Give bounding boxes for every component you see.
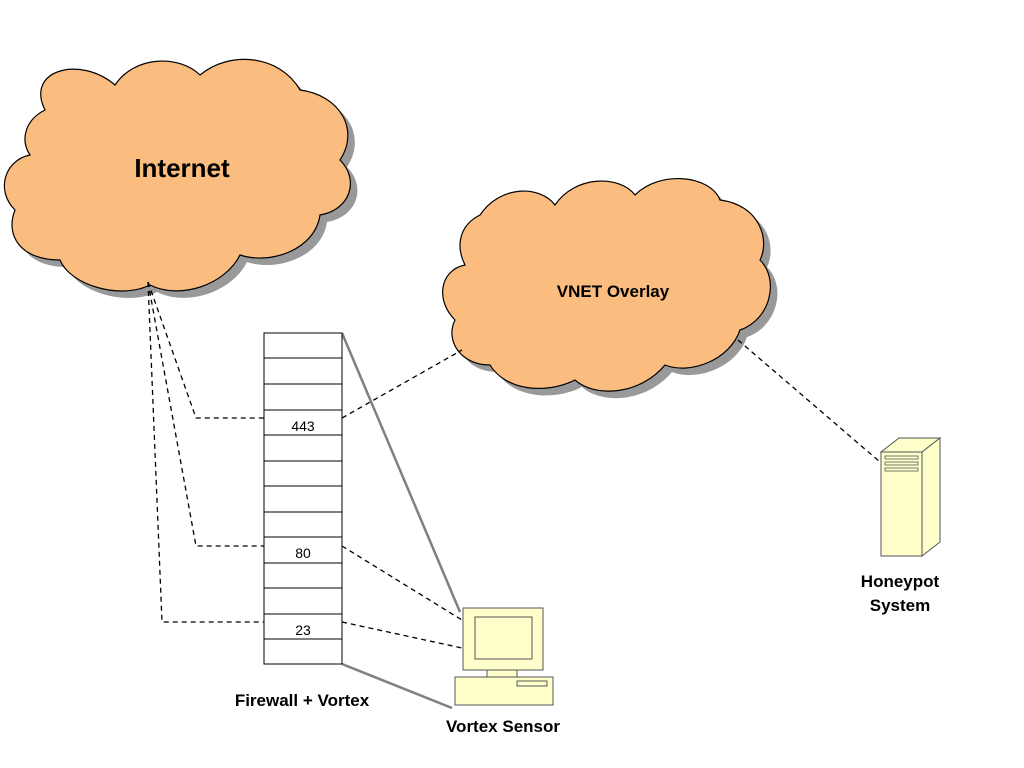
vnet-overlay-label: VNET Overlay — [557, 282, 670, 301]
honeypot-server: Honeypot System — [861, 436, 942, 615]
link-23-sensor — [341, 621, 463, 649]
link-vnet-honeypot — [737, 339, 881, 463]
firewall-rows — [264, 357, 342, 640]
vnet-overlay-cloud: VNET Overlay — [442, 177, 778, 399]
firewall-sensor-links — [340, 332, 462, 710]
server-side-face — [921, 436, 941, 558]
drive-slot — [516, 680, 548, 687]
port-443-label: 443 — [291, 418, 315, 434]
vortex-sensor-computer: Vortex Sensor — [446, 607, 560, 736]
server-bay-2 — [884, 461, 919, 466]
dashed-links — [147, 281, 881, 649]
server-bay-1 — [884, 455, 919, 460]
internet-cloud: Internet — [3, 58, 358, 298]
link-internet-80 — [147, 281, 264, 547]
firewall-vortex-label: Firewall + Vortex — [235, 691, 370, 710]
line-fw-top-sensor — [340, 332, 462, 613]
server-bay-3 — [884, 467, 919, 472]
honeypot-label-line1: Honeypot — [861, 572, 940, 591]
link-internet-443 — [147, 281, 264, 419]
honeypot-label-line2: System — [870, 596, 930, 615]
vortex-sensor-label: Vortex Sensor — [446, 717, 560, 736]
link-80-sensor — [341, 545, 463, 621]
internet-label: Internet — [134, 153, 230, 183]
link-internet-23 — [147, 281, 264, 623]
port-80-label: 80 — [295, 545, 311, 561]
firewall-body — [263, 332, 343, 665]
line-fw-bottom-sensor — [341, 662, 453, 710]
monitor-screen — [474, 616, 533, 660]
firewall-stack: 443 80 23 Firewall + Vortex — [235, 332, 370, 710]
port-23-label: 23 — [295, 622, 311, 638]
link-443-vnet — [341, 349, 463, 419]
monitor-stand — [486, 669, 518, 678]
